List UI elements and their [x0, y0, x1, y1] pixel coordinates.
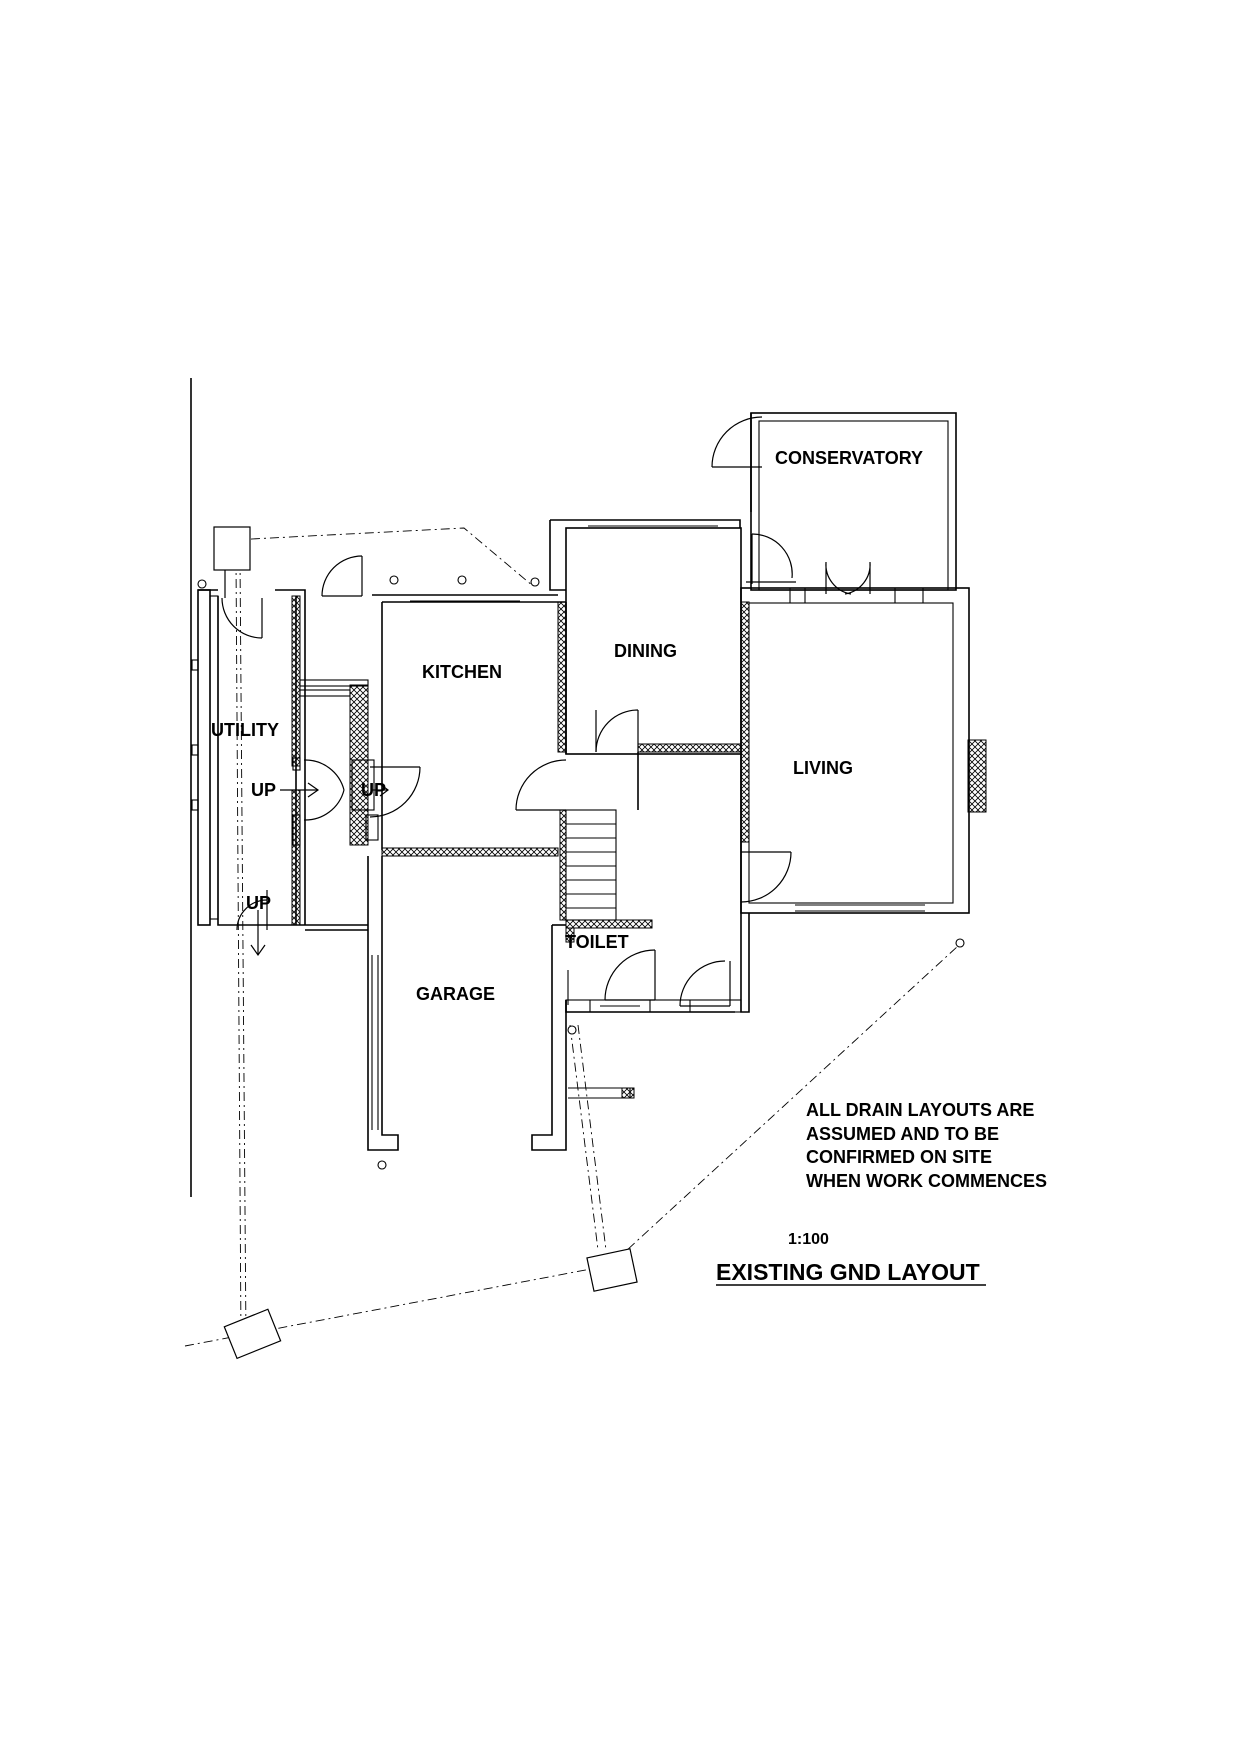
- scale-label: 1:100: [788, 1231, 829, 1248]
- stair-label-up-external: UP: [246, 893, 271, 913]
- room-label-living: LIVING: [793, 758, 853, 778]
- drawing-title: EXISTING GND LAYOUT: [716, 1259, 980, 1285]
- note-line-2: ASSUMED AND TO BE: [806, 1124, 999, 1144]
- dining-walls: [549, 519, 742, 755]
- stair-label-up-utility: UP: [251, 780, 276, 800]
- note-line-4: WHEN WORK COMMENCES: [806, 1171, 1047, 1191]
- room-label-kitchen: KITCHEN: [422, 662, 502, 682]
- doors: [221, 555, 792, 1007]
- step-blocks: [292, 757, 379, 846]
- room-label-conservatory: CONSERVATORY: [775, 448, 923, 468]
- note-line-1: ALL DRAIN LAYOUTS ARE: [806, 1100, 1034, 1120]
- drain-runs: [184, 527, 959, 1347]
- rainwater-gullies: [197, 575, 965, 1170]
- room-label-dining: DINING: [614, 641, 677, 661]
- room-label-toilet: TOILET: [565, 932, 629, 952]
- garage-walls: [296, 856, 399, 1151]
- utility-walls: [191, 589, 306, 926]
- room-label-utility: UTILITY: [211, 720, 279, 740]
- staircase: [565, 809, 617, 921]
- hall-walls: [531, 752, 750, 1151]
- conservatory-door: [711, 416, 871, 595]
- room-label-garage: GARAGE: [416, 984, 495, 1004]
- kitchen-walls: [372, 594, 567, 850]
- note-line-3: CONFIRMED ON SITE: [806, 1147, 992, 1167]
- stair-arrows: [250, 782, 389, 957]
- conservatory-walls: [750, 412, 957, 591]
- stair-label-up-kitchen: UP: [361, 780, 386, 800]
- manholes: [213, 526, 638, 1360]
- living-walls: [740, 587, 970, 914]
